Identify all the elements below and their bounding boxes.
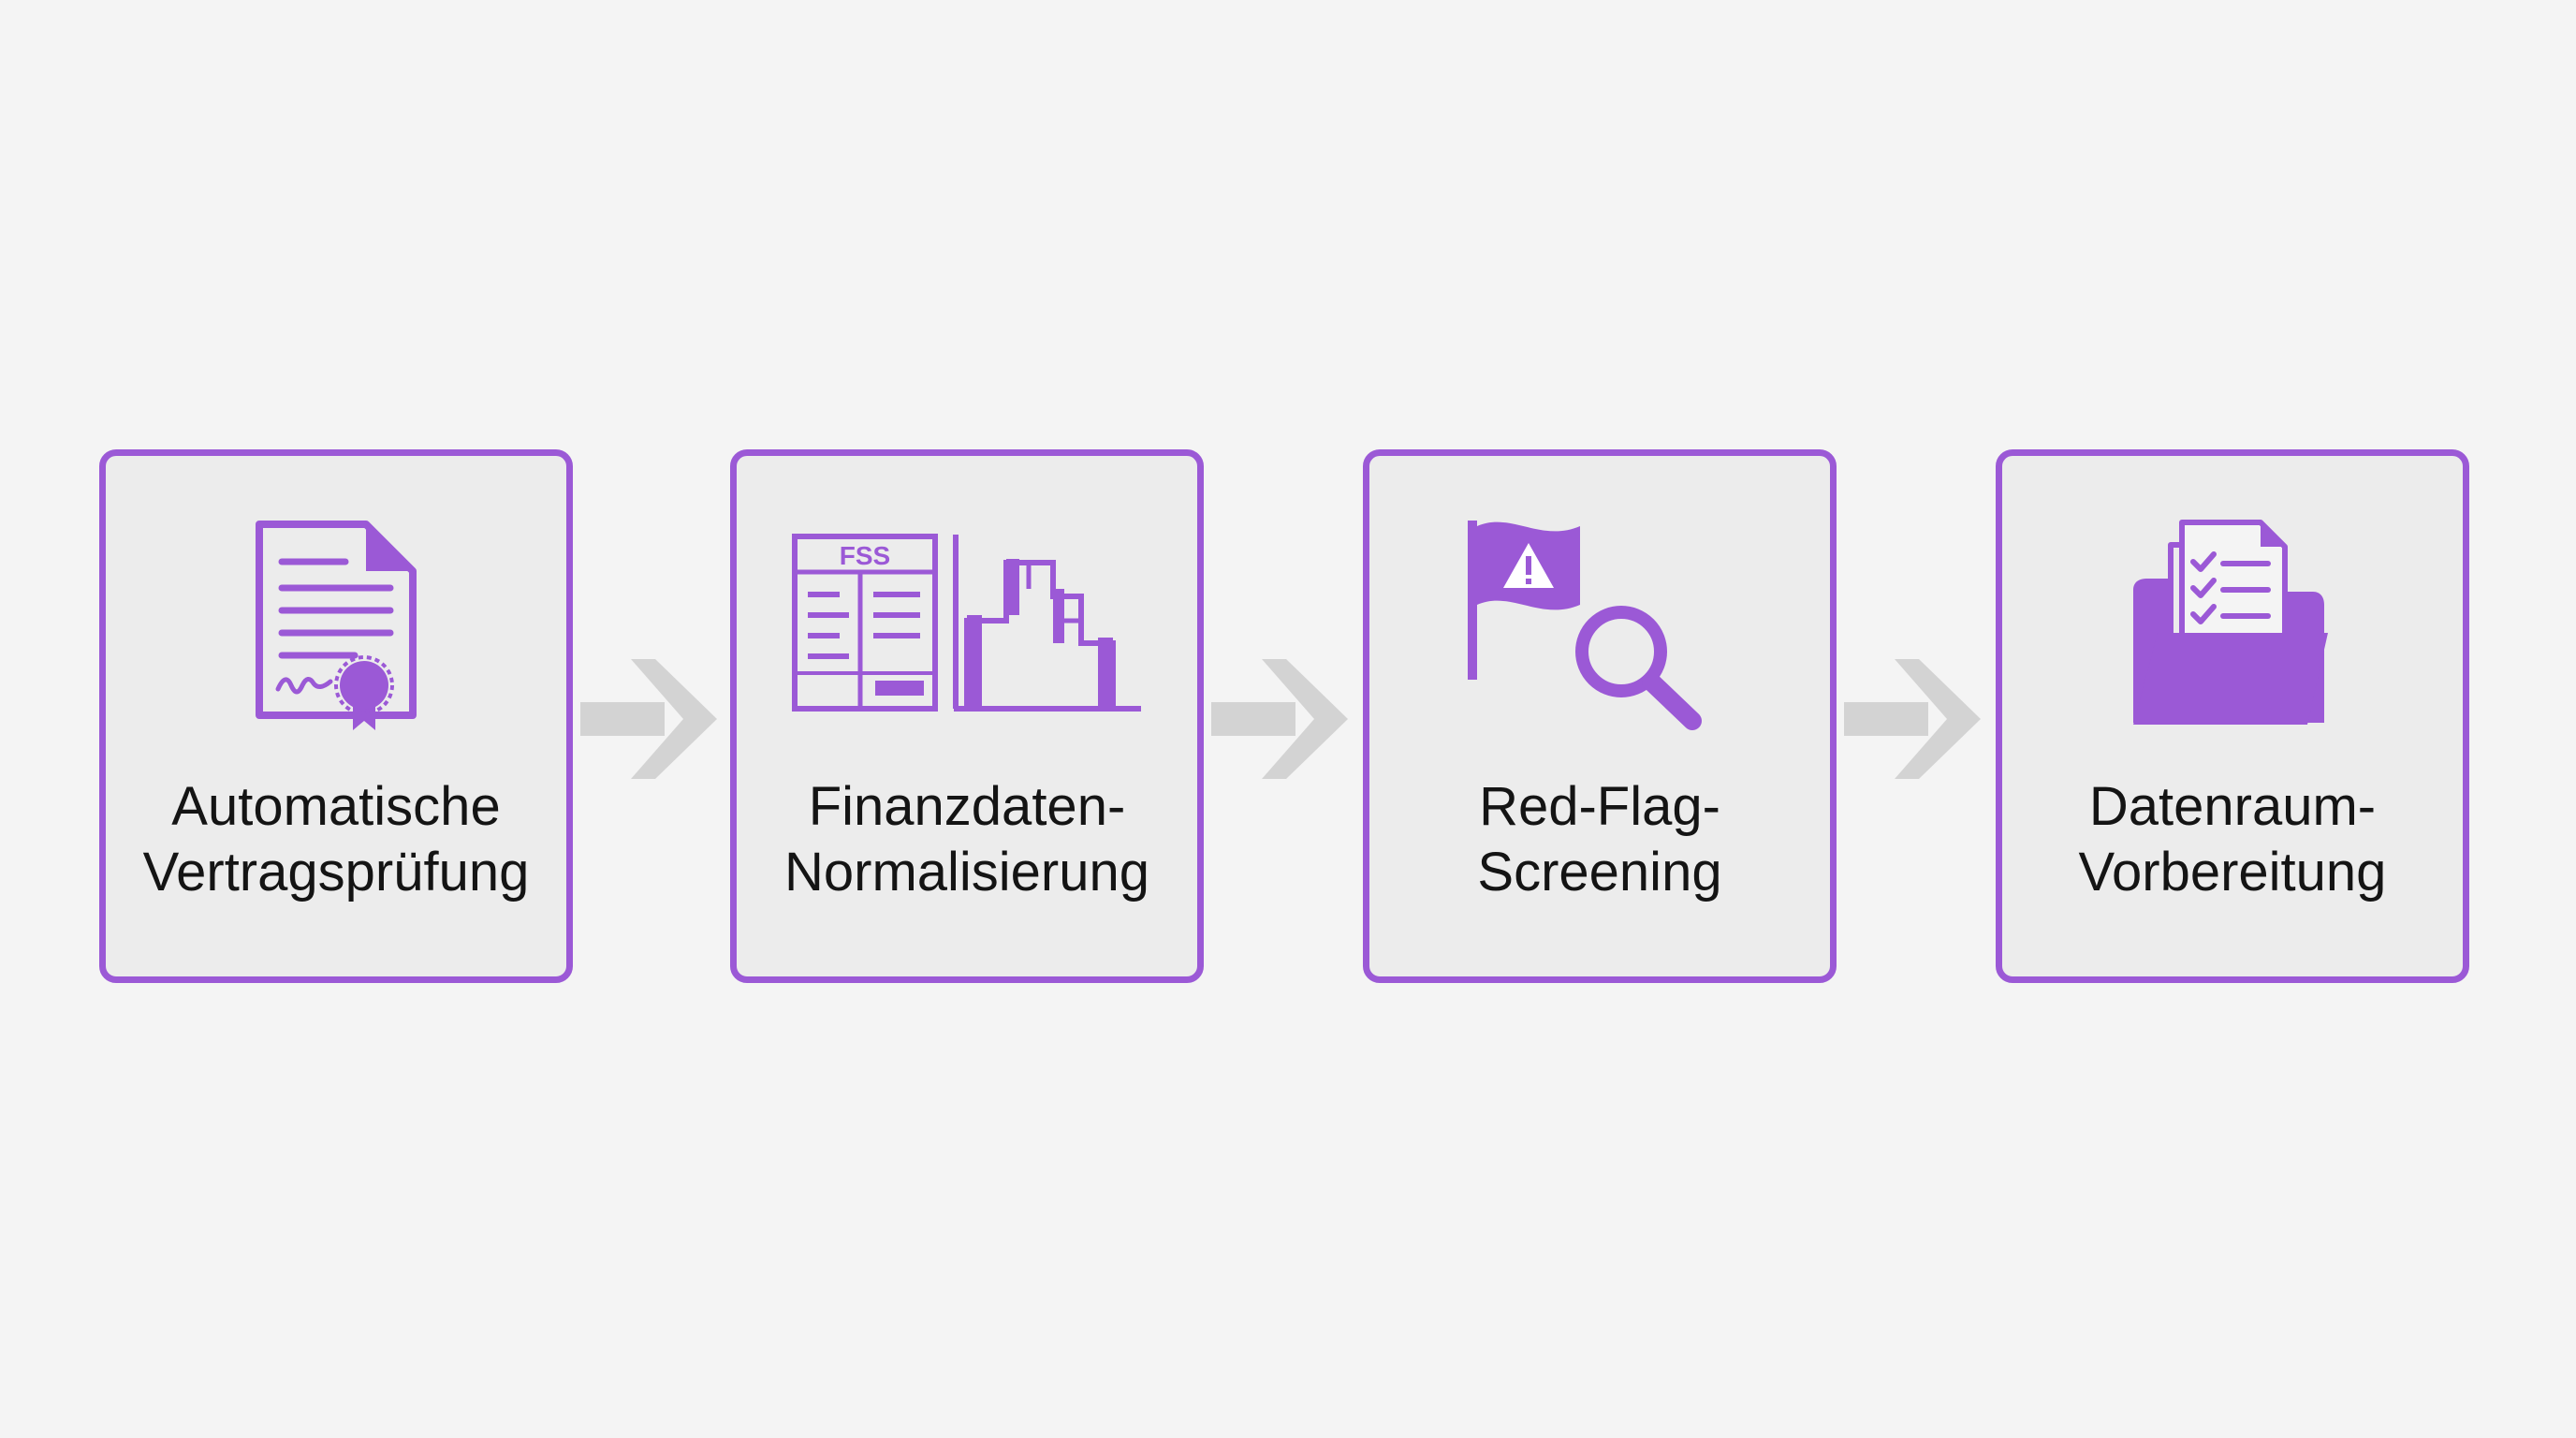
financial-statement-chart-icon: FSS xyxy=(737,512,1197,737)
step-label-line-2: Vorbereitung xyxy=(2078,842,2387,902)
folder-checklist-icon xyxy=(2002,512,2463,737)
arrow-right-icon xyxy=(1844,659,1981,779)
contract-certificate-icon xyxy=(106,512,566,737)
step-label-line-1: Automatische xyxy=(171,776,501,837)
step-data-room-preparation: Datenraum- Vorbereitung xyxy=(1996,449,2469,983)
fss-badge: FSS xyxy=(840,541,890,570)
step-contract-review: Automatische Vertragsprüfung xyxy=(99,449,573,983)
warning-flag-search-icon xyxy=(1369,512,1830,737)
arrow-right-icon xyxy=(1211,659,1348,779)
step-label-line-2: Normalisierung xyxy=(783,842,1150,902)
arrow-right-icon xyxy=(580,659,717,779)
step-label-line-1: Datenraum- xyxy=(2088,776,2377,837)
step-label: Red-Flag- Screening xyxy=(1369,774,1830,905)
step-label: Automatische Vertragsprüfung xyxy=(106,774,566,905)
step-label-line-1: Finanzdaten- xyxy=(808,776,1126,837)
step-label-line-1: Red-Flag- xyxy=(1479,776,1720,837)
step-label: Finanzdaten- Normalisierung xyxy=(737,774,1197,905)
step-label: Datenraum- Vorbereitung xyxy=(2002,774,2463,905)
step-red-flag-screening: Red-Flag- Screening xyxy=(1363,449,1837,983)
step-label-line-2: Screening xyxy=(1477,842,1722,902)
step-label-line-2: Vertragsprüfung xyxy=(142,842,530,902)
step-financial-normalization: FSS Fi xyxy=(730,449,1204,983)
